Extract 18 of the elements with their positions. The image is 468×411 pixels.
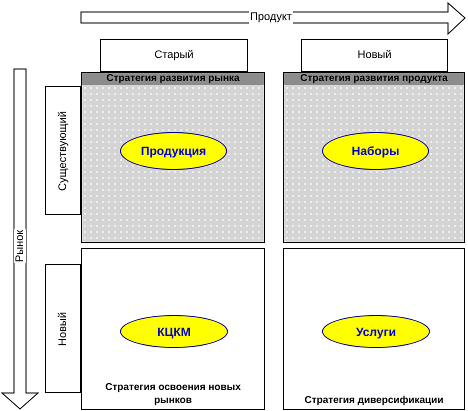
product-ellipse: Наборы (322, 132, 429, 170)
product-ellipse: Продукция (120, 132, 227, 170)
axis-label: Рынок (14, 228, 26, 264)
row-header-box: Новый (45, 264, 81, 393)
strategy-title: Стратегия освоения новых рынков (104, 381, 242, 407)
strategy-title: Стратегия развития продукта (300, 74, 448, 84)
product-ellipse: КЦКМ (120, 315, 228, 348)
strategy-title: Стратегия развития рынка (106, 74, 240, 84)
product-ellipse: Услуги (322, 315, 430, 348)
strategy-quadrant (283, 72, 465, 243)
strategy-quadrant (81, 72, 265, 243)
column-header-box: Старый (100, 39, 248, 72)
strategy-title: Стратегия диверсификации (304, 394, 444, 407)
row-header-box: Существующий (45, 86, 81, 215)
strategy-quadrant (283, 248, 465, 410)
strategy-quadrant (81, 248, 265, 410)
axis-label: Продукт (249, 11, 293, 24)
column-header-box: Новый (301, 39, 448, 72)
